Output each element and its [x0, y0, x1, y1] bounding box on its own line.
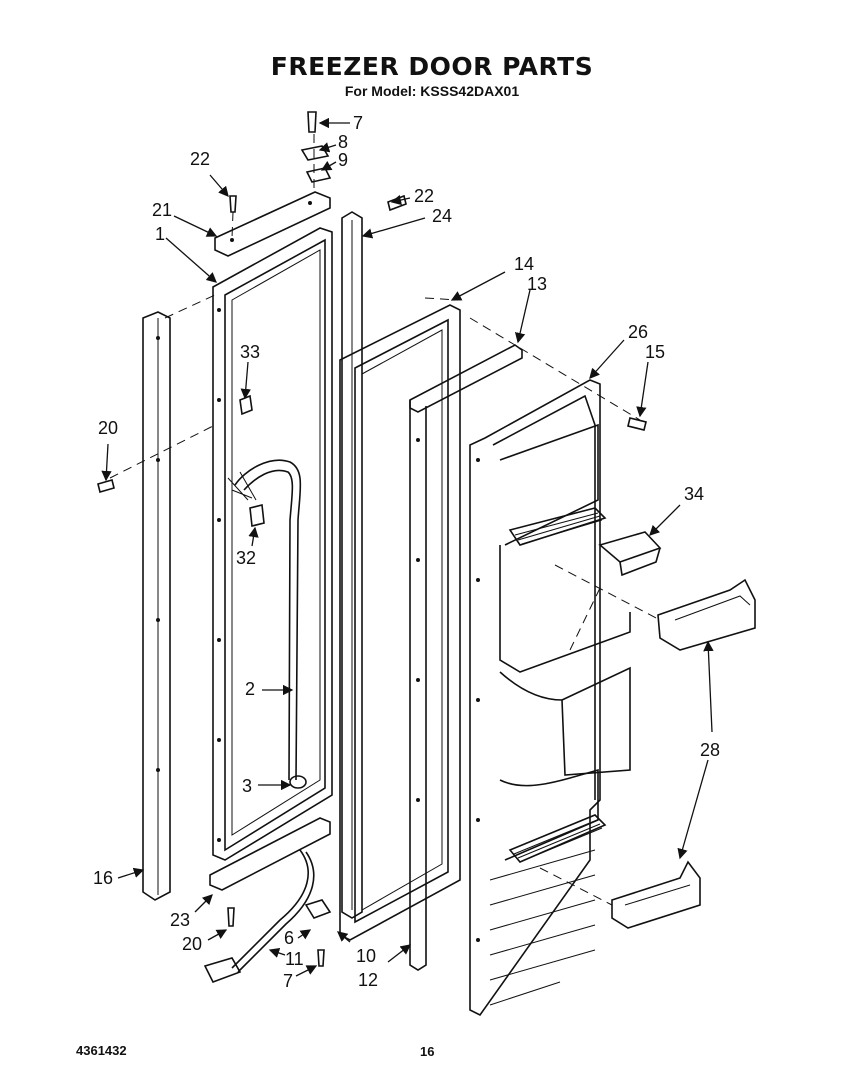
- callout-21: 21: [152, 200, 172, 220]
- callout-13: 13: [527, 274, 547, 294]
- screw-15: [627, 417, 647, 431]
- callout-7-bottom: 7: [283, 971, 293, 991]
- callout-33: 33: [240, 342, 260, 362]
- callout-24: 24: [432, 206, 452, 226]
- callout-9: 9: [338, 150, 348, 170]
- part-23-bottom-bracket: [209, 817, 331, 891]
- part-32-fitting: [249, 504, 265, 527]
- screw-22-right: [387, 194, 407, 212]
- callout-28: 28: [700, 740, 720, 760]
- callout-12: 12: [358, 970, 378, 990]
- callout-11: 11: [285, 949, 304, 969]
- callout-labels: 7 8 9 22 21 1 33 20 32 2 3 16 23 20 6 11…: [93, 113, 720, 991]
- document-number: 4361432: [76, 1043, 127, 1058]
- callout-14: 14: [514, 254, 534, 274]
- callout-15: 15: [645, 342, 665, 362]
- callout-leaders: [101, 117, 714, 977]
- part-33-clip: [239, 394, 253, 416]
- callout-26: 26: [628, 322, 648, 342]
- part-34-cup: [598, 531, 662, 577]
- callout-1: 1: [155, 224, 165, 244]
- part-28-door-bin-upper: [657, 578, 756, 651]
- callout-22-left: 22: [190, 149, 210, 169]
- page-number: 16: [420, 1044, 435, 1059]
- part-26-door-liner: [469, 379, 631, 1017]
- part-3-connector: [289, 775, 307, 789]
- callout-20-bottom: 20: [182, 934, 202, 954]
- screw-20-left: [97, 479, 115, 493]
- callout-23: 23: [170, 910, 190, 930]
- callout-32: 32: [236, 548, 256, 568]
- part-1-door-panel: [212, 227, 333, 861]
- callout-6: 6: [284, 928, 294, 948]
- part-21-top-bracket: [214, 191, 331, 257]
- callout-34: 34: [684, 484, 704, 504]
- hinge-hardware-top: [300, 111, 332, 192]
- bottom-hinge-hardware: [227, 899, 332, 967]
- part-2-heater-wire: [227, 459, 302, 781]
- callout-3: 3: [242, 776, 252, 796]
- part-16-trim-strip: [142, 311, 171, 901]
- model-subtitle: For Model: KSSS42DAX01: [344, 83, 520, 99]
- callout-7-top: 7: [353, 113, 363, 133]
- callout-8: 8: [338, 132, 348, 152]
- page-title: FREEZER DOOR PARTS: [270, 52, 594, 81]
- callout-22-right: 22: [414, 186, 434, 206]
- callout-2: 2: [245, 679, 255, 699]
- part-28-door-bin-lower: [611, 860, 701, 929]
- part-24-strip: [341, 211, 363, 919]
- callout-10: 10: [356, 946, 376, 966]
- screw-22-left: [229, 195, 237, 213]
- part-11-wire-harness: [203, 849, 315, 983]
- callout-16: 16: [93, 868, 113, 888]
- callout-20-left: 20: [98, 418, 118, 438]
